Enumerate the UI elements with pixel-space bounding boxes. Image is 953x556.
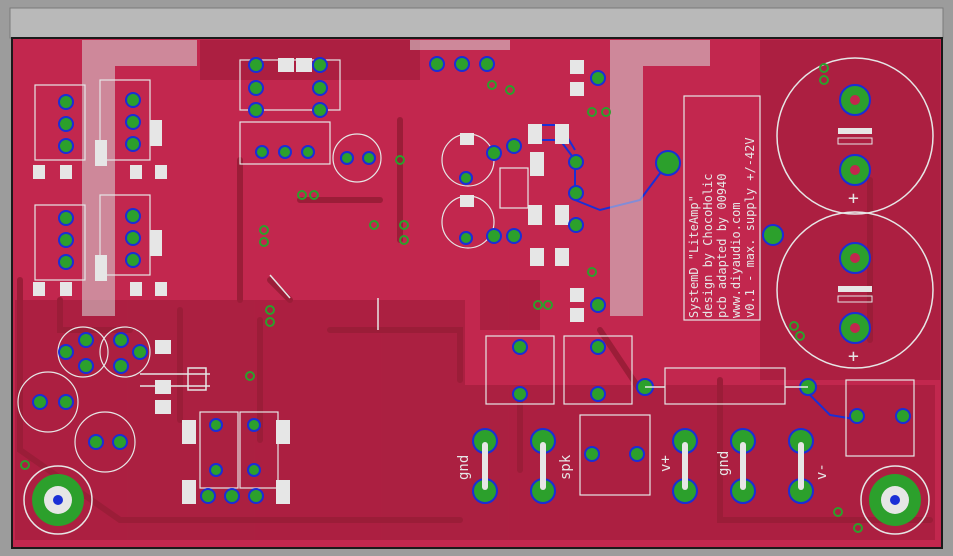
th-pads: [32, 56, 911, 504]
smd-pads: [33, 58, 584, 504]
label-gnd-left: gnd: [456, 455, 472, 480]
label-v-plus: v+: [658, 455, 674, 472]
connector-pads: [472, 428, 814, 504]
electrolytic-cap-bottom: +: [776, 211, 934, 369]
mounting-hole-right: [860, 465, 930, 535]
info-line-4: www.diyaudio.com: [729, 202, 743, 318]
cap-plus-mark: +: [848, 188, 859, 209]
label-spk: spk: [558, 454, 574, 480]
info-line-3: pcb adapted by 00940: [715, 174, 729, 319]
label-v-minus: v-: [814, 463, 830, 480]
silk-overlays: [82, 40, 710, 316]
info-line-5: v0.1 - max. supply +/-42V: [743, 137, 757, 318]
label-gnd-right: gnd: [716, 451, 732, 476]
top-bar: [9, 7, 944, 39]
electrolytic-cap-top: +: [776, 57, 934, 215]
info-line-2: design by ChocoHolic: [701, 174, 715, 319]
mounting-hole-left: [23, 465, 93, 535]
connector-bars: [482, 442, 804, 490]
ic-outlines: [34, 59, 915, 496]
board-info-block: SystemD "LiteAmp" design by ChocoHolic p…: [687, 137, 757, 318]
info-line-1: SystemD "LiteAmp": [687, 195, 701, 318]
resistor-silk: [140, 274, 808, 391]
cap-plus-mark: +: [848, 346, 859, 367]
vias: [20, 63, 863, 533]
